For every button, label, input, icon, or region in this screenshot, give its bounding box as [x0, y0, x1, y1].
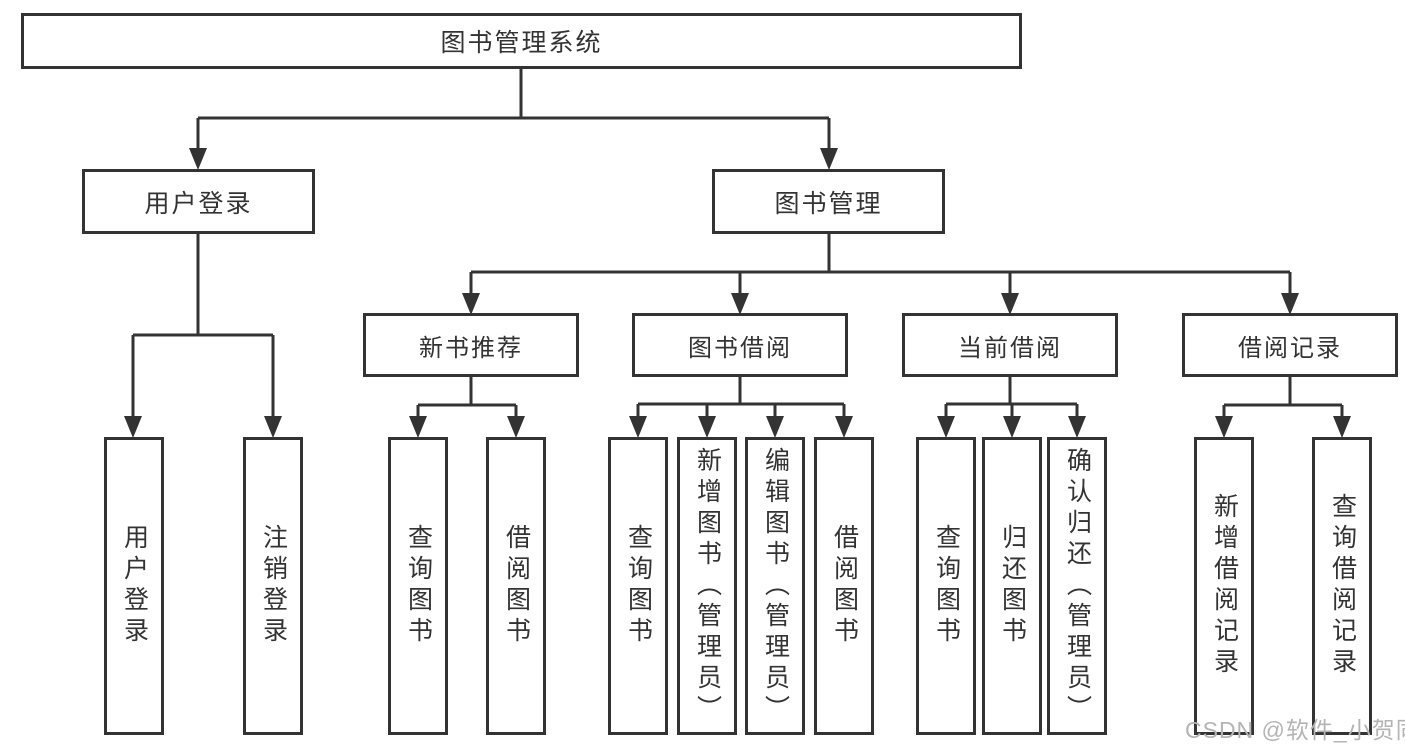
node-user-login-leaf: 用户登录 [104, 437, 164, 735]
node-edit-book-admin: 编辑图书（管理员） [745, 437, 805, 735]
leaf-label: 新增借阅记录 [1210, 493, 1239, 679]
leaf-label: 查询图书 [624, 524, 653, 648]
node-query-borrow-record: 查询借阅记录 [1312, 437, 1372, 735]
leaf-label: 新增图书（管理员） [693, 446, 722, 726]
leaf-label: 借阅图书 [502, 524, 531, 648]
node-borrow-records: 借阅记录 [1182, 313, 1398, 377]
node-current-borrow: 当前借阅 [902, 313, 1118, 377]
leaf-label: 注销登录 [259, 524, 288, 648]
node-new-book-recommend: 新书推荐 [363, 313, 579, 377]
node-query-book-recommend: 查询图书 [388, 437, 448, 735]
node-book-borrow: 图书借阅 [632, 313, 848, 377]
node-confirm-return-admin: 确认归还（管理员） [1047, 437, 1107, 735]
node-logout-leaf: 注销登录 [243, 437, 303, 735]
arrowheads [124, 148, 1351, 438]
node-return-book: 归还图书 [982, 437, 1042, 735]
node-add-book-admin: 新增图书（管理员） [677, 437, 737, 735]
leaf-label: 查询图书 [932, 524, 961, 648]
leaf-label: 确认归还（管理员） [1063, 446, 1092, 726]
node-add-borrow-record: 新增借阅记录 [1194, 437, 1254, 735]
leaf-label: 编辑图书（管理员） [761, 446, 790, 726]
node-query-book-current: 查询图书 [916, 437, 976, 735]
node-query-book-borrow: 查询图书 [608, 437, 668, 735]
leaf-label: 查询图书 [404, 524, 433, 648]
node-book-management: 图书管理 [712, 169, 945, 234]
leaf-label: 借阅图书 [830, 524, 859, 648]
node-borrow-book-leaf: 借阅图书 [814, 437, 874, 735]
node-library-management-system: 图书管理系统 [21, 13, 1022, 69]
node-borrow-book-recommend: 借阅图书 [486, 437, 546, 735]
leaf-label: 用户登录 [120, 524, 149, 648]
node-user-login: 用户登录 [82, 169, 315, 234]
csdn-watermark: CSDN @软件_小贺同学 [1185, 717, 1405, 743]
leaf-label: 归还图书 [998, 524, 1027, 648]
leaf-label: 查询借阅记录 [1328, 493, 1357, 679]
